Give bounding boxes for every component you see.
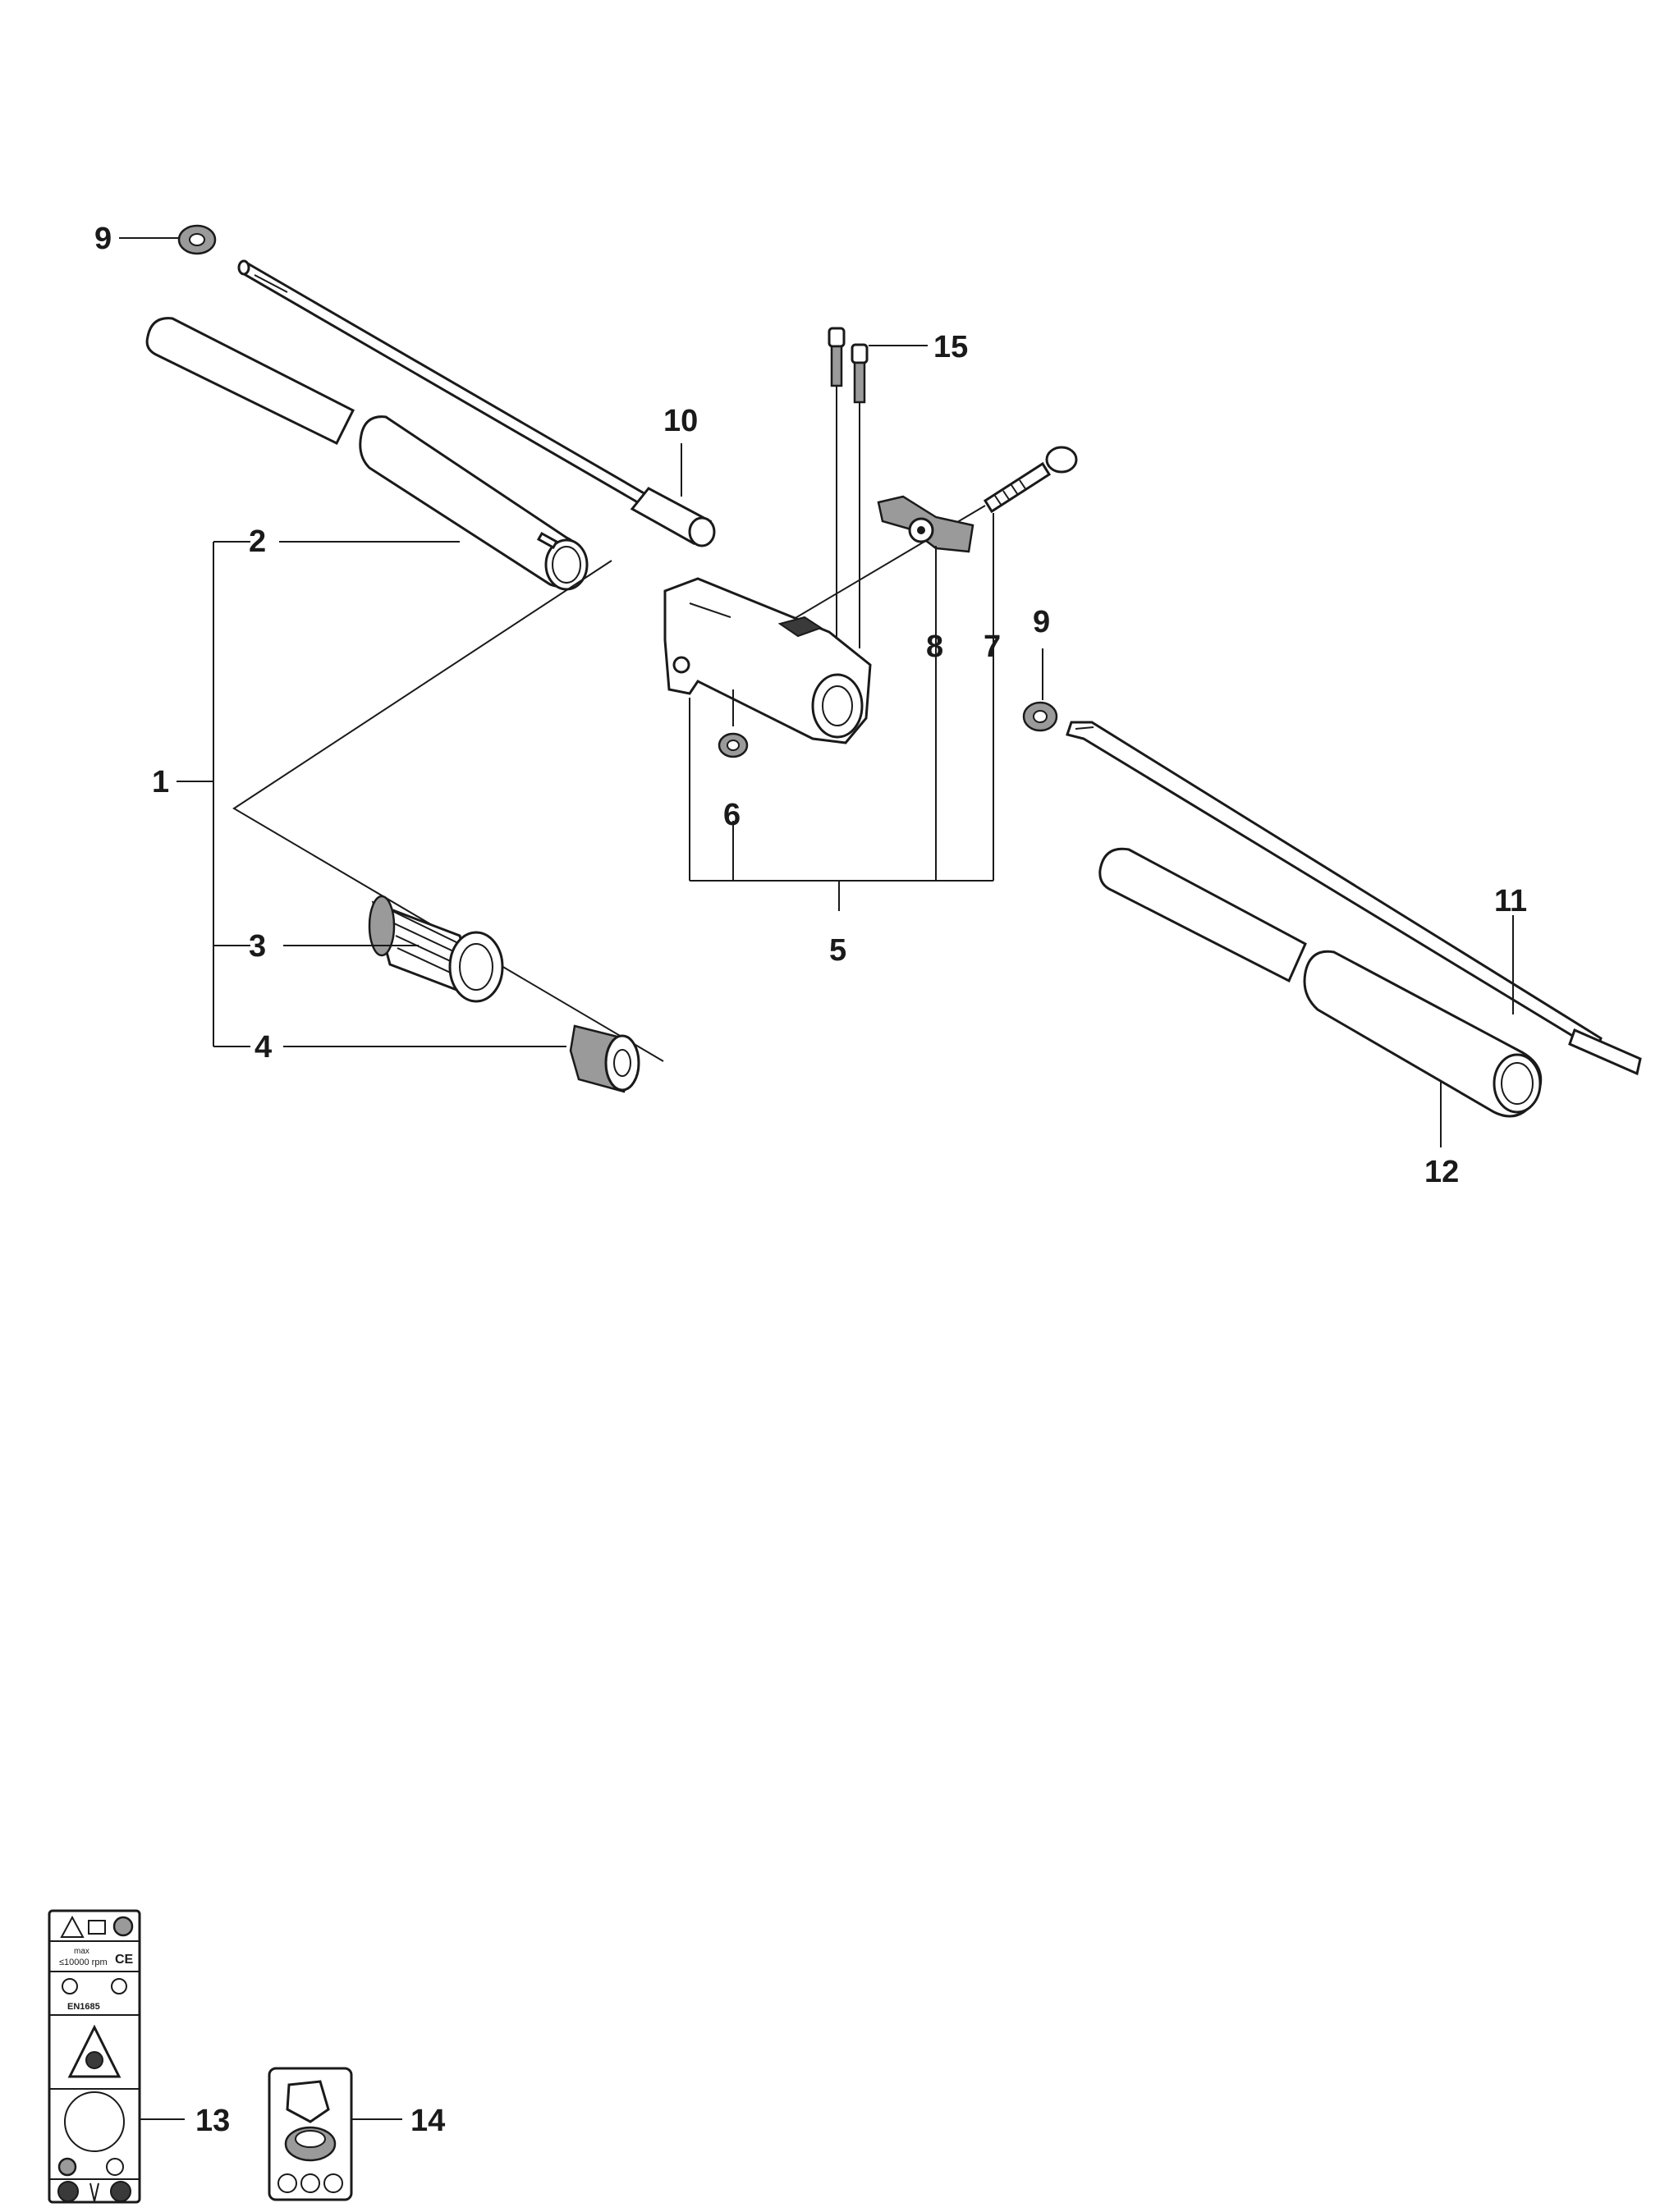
part-5-clamp bbox=[663, 577, 872, 744]
part-3-damper bbox=[368, 895, 504, 1003]
callout-3: 3 bbox=[249, 929, 266, 964]
decal-13-rpm: ≤10000 rpm bbox=[59, 1958, 108, 1967]
decal-13-max: max bbox=[74, 1947, 89, 1956]
callout-14: 14 bbox=[410, 2104, 445, 2138]
bracket-5 bbox=[689, 698, 993, 911]
part-6-nut bbox=[718, 689, 749, 758]
part-13-decal: max ≤10000 rpm CE EN1685 bbox=[48, 1909, 141, 2204]
callout-15: 15 bbox=[933, 330, 968, 364]
callout-2: 2 bbox=[249, 524, 266, 559]
callout-7: 7 bbox=[984, 630, 1001, 664]
callout-12: 12 bbox=[1424, 1155, 1459, 1189]
part-9-washer-right bbox=[1022, 701, 1058, 732]
callout-4: 4 bbox=[255, 1030, 272, 1065]
part-12-lower-tube bbox=[1098, 847, 1543, 1118]
bracket-1 bbox=[177, 541, 664, 1062]
part-14-decal bbox=[268, 2067, 353, 2201]
callout-9-left: 9 bbox=[94, 222, 112, 256]
part-15-screws bbox=[828, 327, 869, 648]
callout-6: 6 bbox=[723, 798, 741, 832]
callout-1: 1 bbox=[152, 765, 169, 799]
part-9-washer-left bbox=[177, 224, 217, 255]
callout-9-right: 9 bbox=[1033, 605, 1050, 639]
part-11-drive-shaft bbox=[1066, 721, 1642, 1076]
callout-13: 13 bbox=[195, 2104, 230, 2138]
callout-5: 5 bbox=[829, 933, 846, 968]
part-10-drive-shaft bbox=[237, 259, 716, 547]
part-8-knob bbox=[877, 495, 974, 553]
callout-11: 11 bbox=[1494, 884, 1527, 918]
decal-13-standard: EN1685 bbox=[67, 2002, 100, 2012]
decal-13-ce: CE bbox=[115, 1953, 134, 1967]
part-4-collar bbox=[569, 1024, 640, 1093]
callout-8: 8 bbox=[926, 630, 943, 664]
callout-10: 10 bbox=[663, 404, 698, 438]
